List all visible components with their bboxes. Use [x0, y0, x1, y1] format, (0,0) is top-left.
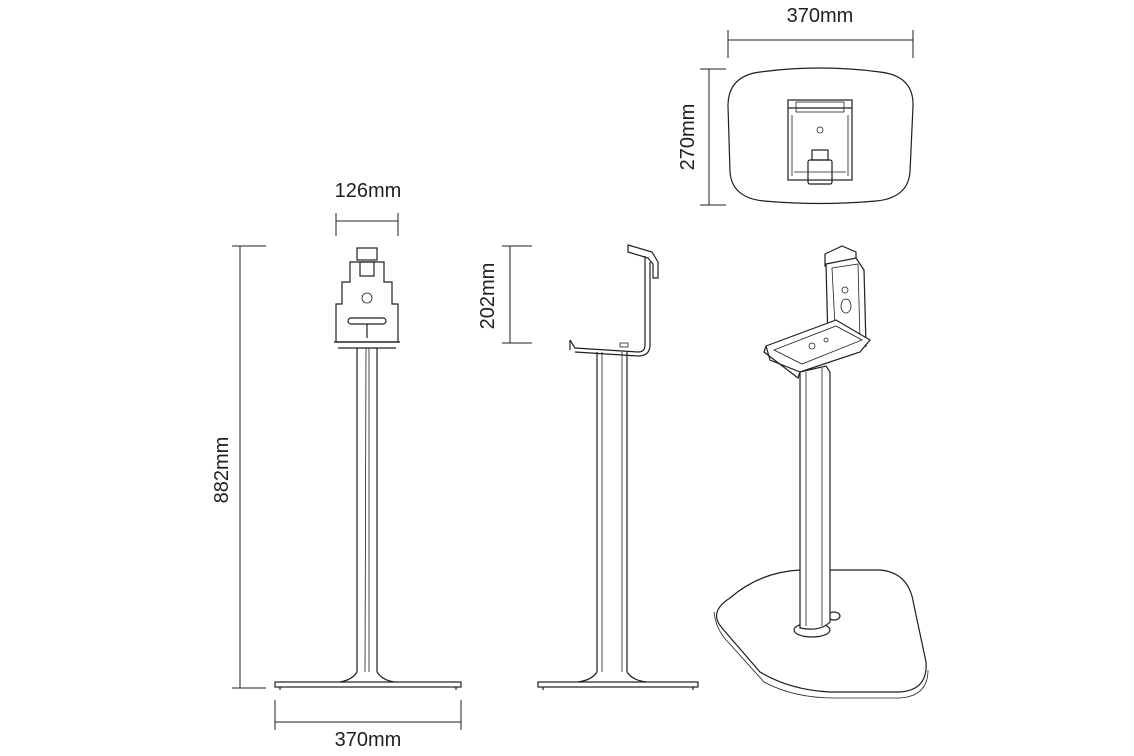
bracket-front — [334, 247, 400, 349]
bracket-perspective — [763, 245, 871, 379]
base-plate-perspective — [713, 569, 929, 699]
total-height-dimension-line — [232, 245, 266, 689]
top-view: 370mm 270mm — [677, 5, 914, 206]
total-height-label: 882mm — [211, 437, 233, 504]
bracket-top-view — [787, 99, 853, 185]
top-width-label: 370mm — [787, 5, 854, 27]
top-width-dimension-line — [727, 30, 914, 58]
top-depth-dimension-line — [700, 68, 726, 206]
pole-front — [339, 347, 395, 683]
top-depth-label: 270mm — [677, 104, 699, 171]
pole-perspective — [799, 365, 831, 630]
front-view: 126mm 882mm — [211, 180, 462, 751]
base-width-label: 370mm — [335, 729, 402, 751]
base-plate-top-outline — [727, 67, 914, 205]
base-side — [537, 681, 699, 690]
perspective-view — [713, 245, 929, 699]
pole-side — [577, 352, 647, 683]
bracket-side — [569, 244, 659, 357]
bracket-height-dimension-line — [502, 245, 532, 344]
bracket-width-dimension-line — [335, 213, 399, 236]
base-front — [274, 681, 462, 690]
bracket-width-label: 126mm — [335, 180, 402, 202]
side-view: 202mm — [477, 244, 699, 690]
base-width-dimension-line — [274, 700, 462, 730]
bracket-height-label: 202mm — [477, 263, 499, 330]
